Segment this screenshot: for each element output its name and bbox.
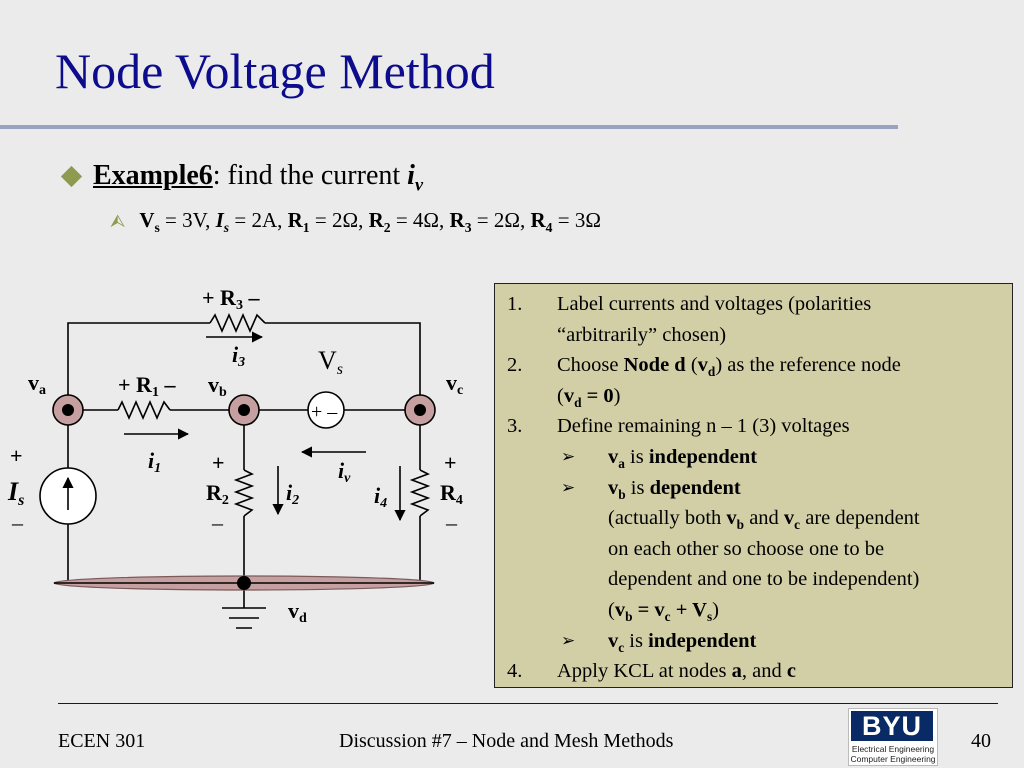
r2-minus: –: [211, 510, 224, 535]
r2-resistor: [233, 469, 255, 517]
ground-icon: [222, 607, 266, 629]
r4-label: R4: [440, 480, 463, 508]
step-text: Label currents and voltages (polarities: [557, 293, 872, 315]
step-text: (vb = vc + Vs): [608, 598, 719, 625]
is-label: Is: [7, 477, 24, 509]
step-text: “arbitrarily” chosen): [557, 323, 727, 346]
bullet-example: Example6: find the current iv: [58, 160, 423, 196]
i4-label: i4: [374, 483, 387, 511]
vs-value-text: = 3V,: [159, 208, 216, 232]
r2-value-text: = 4Ω,: [390, 208, 450, 232]
step-text: Apply KCL at nodes a, and c: [557, 660, 796, 683]
chevron-right-icon: ➢: [561, 630, 576, 650]
r1-value-text: = 2Ω,: [309, 208, 369, 232]
chevron-right-icon: ➢: [561, 446, 576, 466]
logo-line2: Computer Engineering: [850, 754, 936, 764]
substep-c: ➢ vc is independent: [495, 626, 1012, 657]
substep-note-3: dependent and one to be independent): [495, 564, 1012, 595]
r4-value-text: = 3Ω: [552, 208, 601, 232]
diamond-bullet-icon: [60, 165, 83, 187]
vs-label: Vs: [318, 346, 343, 378]
step-1: 1. Label currents and voltages (polaritie…: [495, 289, 1012, 320]
example-text: : find the current: [212, 160, 408, 191]
i1-label: i1: [148, 448, 161, 476]
page-number: 40: [971, 730, 991, 752]
substep-note-2: on each other so choose one to be: [495, 534, 1012, 565]
is-value: Is: [215, 208, 230, 236]
r4-plus: +: [444, 450, 457, 475]
r3-value: R3: [449, 208, 472, 236]
step-text: Define remaining n – 1 (3) voltages: [557, 415, 850, 438]
footer-course: ECEN 301: [58, 730, 146, 752]
is-minus: –: [11, 510, 24, 535]
voltage-source: [307, 391, 345, 429]
substep-a: ➢ va is independent: [495, 442, 1012, 473]
vd-label: vd: [288, 598, 307, 626]
step-2-cont: (vd = 0): [495, 381, 1012, 412]
r1-resistor: [117, 400, 171, 420]
top-wire: [67, 322, 421, 410]
r2-plus: +: [212, 450, 225, 475]
r1-value: R1: [287, 208, 310, 236]
step-text: vb is dependent: [608, 476, 741, 502]
step-text: vc is independent: [608, 629, 757, 655]
step-text: (vd = 0): [557, 384, 621, 410]
r2-value: R2: [368, 208, 391, 236]
is-plus: +: [10, 443, 23, 468]
step-4: 4. Apply KCL at nodes a, and c: [495, 656, 1012, 687]
step-number: 1.: [507, 293, 523, 315]
step-number: 3.: [507, 415, 523, 438]
node-d: [237, 576, 251, 590]
r2-label: R2: [206, 480, 229, 508]
vs-value: Vs: [139, 208, 160, 236]
va-label: va: [28, 370, 46, 398]
step-number: 4.: [507, 660, 523, 683]
step-2: 2. Choose Node d (vd) as the reference no…: [495, 350, 1012, 381]
step-text: on each other so choose one to be: [608, 537, 885, 560]
substep-note-1: (actually both vb and vc are dependent: [495, 503, 1012, 534]
step-text: dependent and one to be independent): [608, 568, 920, 591]
vc-label: vc: [446, 370, 463, 398]
byu-logo: BYU Electrical Engineering Computer Engi…: [848, 708, 938, 766]
step-text: (actually both vb and vc are dependent: [608, 507, 920, 533]
example-label: Example6: [93, 160, 213, 191]
step-3: 3. Define remaining n – 1 (3) voltages: [495, 411, 1012, 442]
r4-minus: –: [445, 510, 458, 535]
logo-main: BYU: [861, 711, 922, 741]
r1-label: + R1 –: [118, 372, 176, 400]
r3-label: + R3 –: [202, 285, 260, 313]
i2-label: i2: [286, 480, 299, 508]
circuit-diagram: + R3 – i3 Vs + – va + R1 – vb vc i1 iv +…: [7, 285, 463, 629]
footer-divider: [58, 703, 998, 704]
r4-resistor: [409, 469, 431, 517]
r4-value: R4: [530, 208, 553, 236]
title-divider: [0, 125, 898, 129]
is-value-text: = 2A,: [229, 208, 288, 232]
i3-label: i3: [232, 342, 245, 370]
page-title: Node Voltage Method: [55, 43, 495, 99]
substep-b: ➢ vb is dependent: [495, 473, 1012, 504]
vs-polarity: + –: [311, 401, 338, 423]
logo-line1: Electrical Engineering: [851, 744, 935, 754]
steps-box: 1. Label currents and voltages (polaritie…: [494, 283, 1013, 688]
vb-label: vb: [208, 372, 227, 400]
step-text: va is independent: [608, 445, 758, 472]
footer-title: Discussion #7 – Node and Mesh Methods: [339, 730, 674, 752]
step-1-cont: “arbitrarily” chosen): [495, 320, 1012, 351]
r3-resistor: [209, 313, 266, 333]
substep-note-4: (vb = vc + Vs): [495, 595, 1012, 626]
step-text: Choose Node d (vd) as the reference node: [557, 354, 901, 380]
chevron-right-icon: ➢: [561, 477, 576, 497]
arrow-bullet-icon: ⮙: [110, 211, 126, 231]
step-number: 2.: [507, 354, 523, 377]
r3-value-text: = 2Ω,: [471, 208, 531, 232]
bullet-values: ⮙Vs = 3V, Is = 2A, R1 = 2Ω, R2 = 4Ω, R3 …: [110, 208, 601, 236]
iv-label: iv: [338, 458, 351, 486]
target-current: iv: [407, 160, 424, 195]
